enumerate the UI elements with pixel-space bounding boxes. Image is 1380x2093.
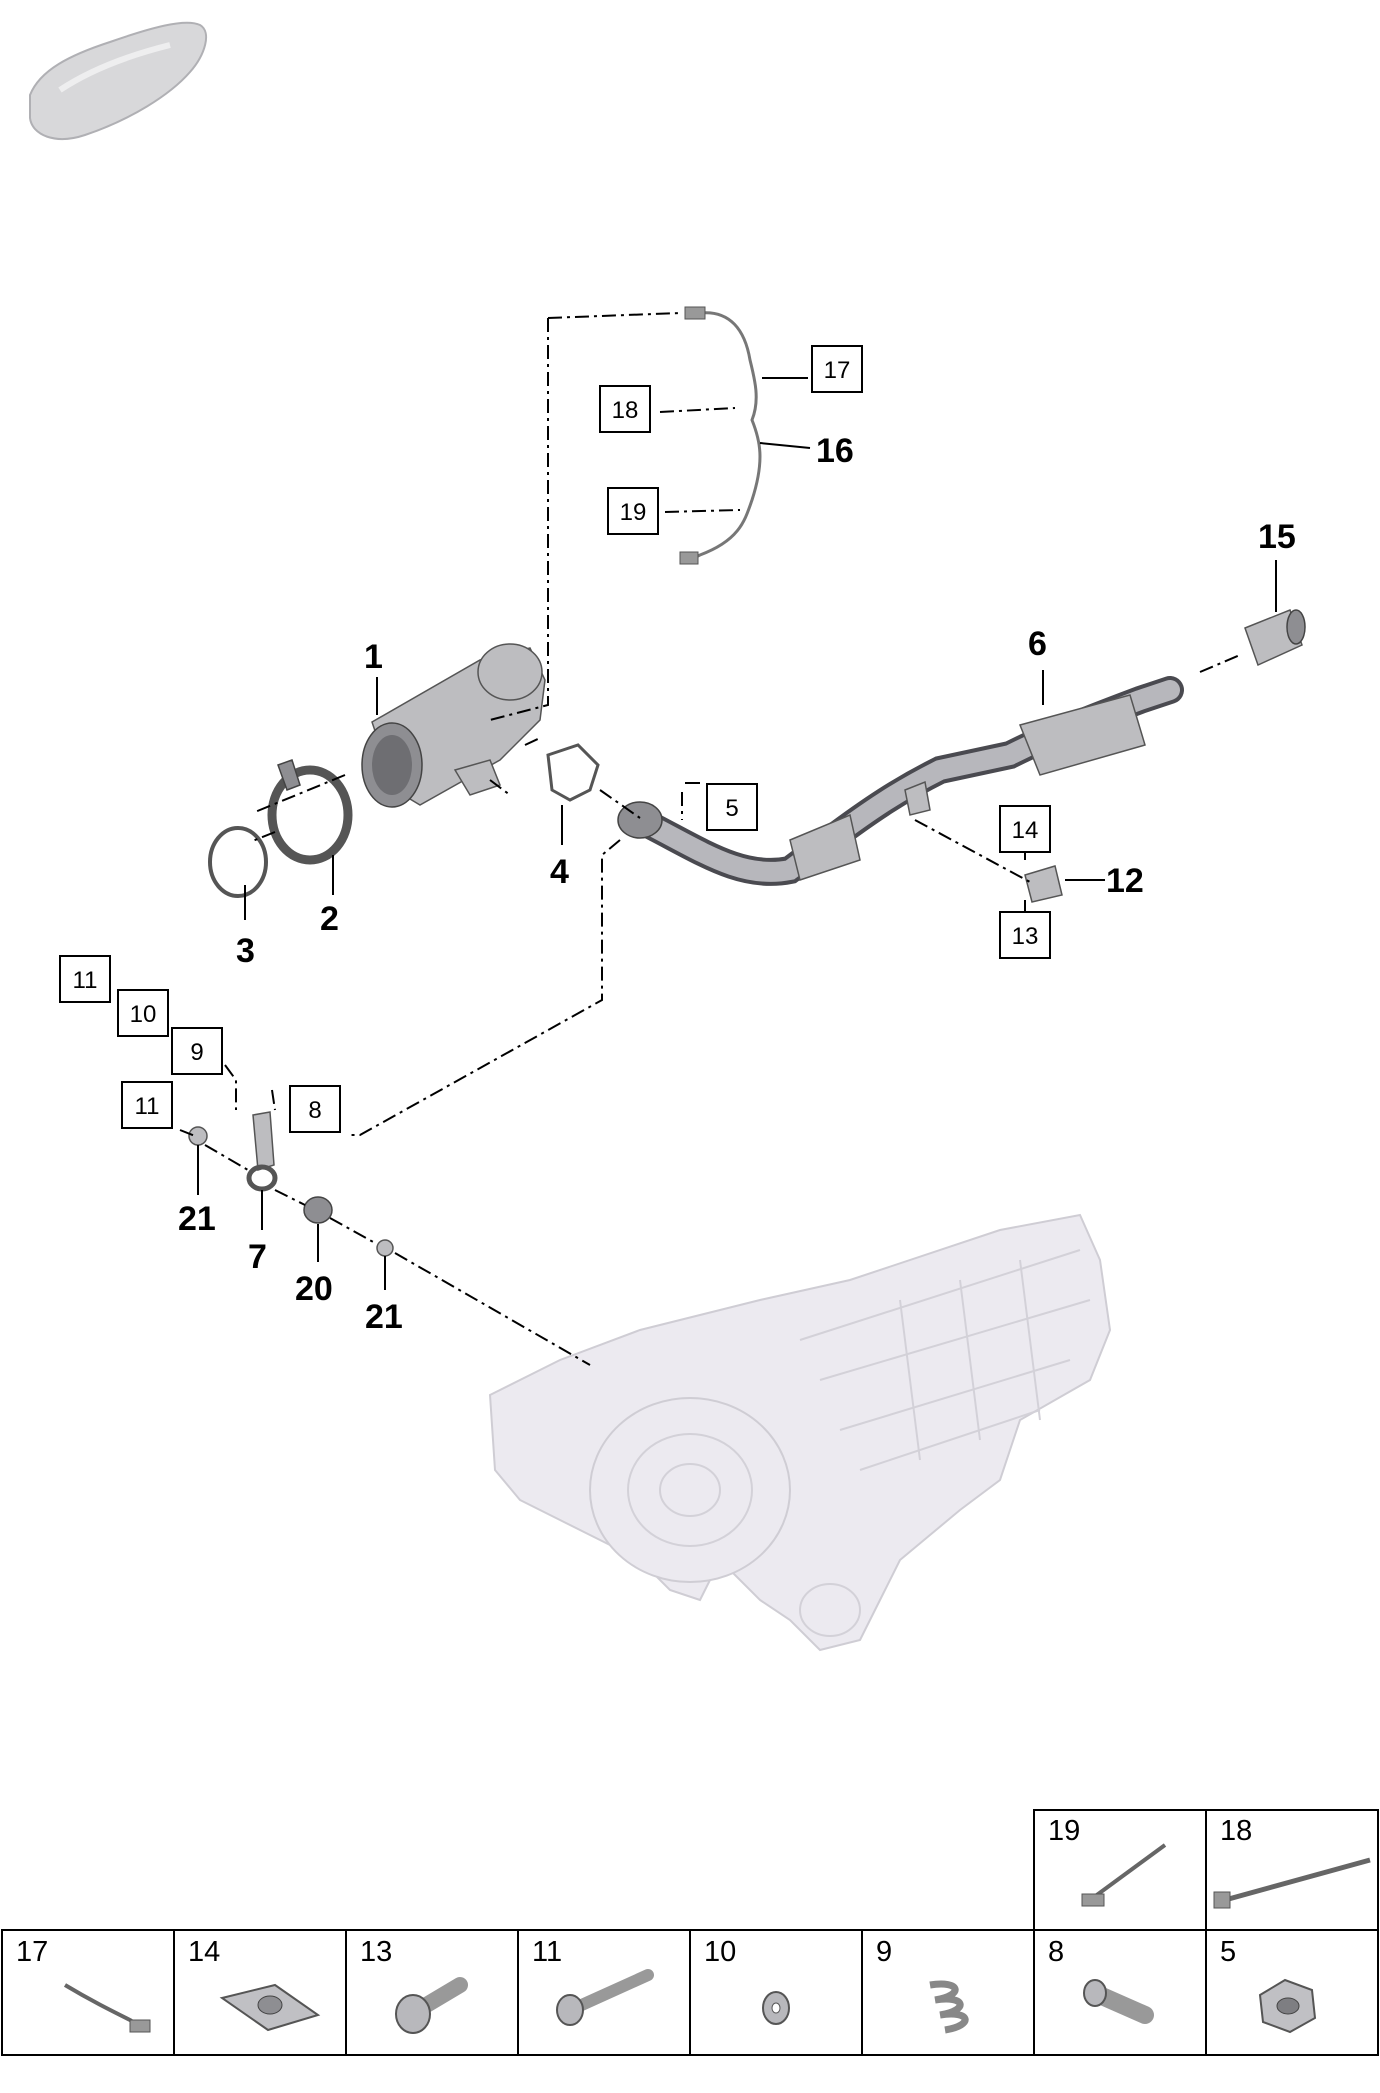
- legend-bottom-row: 17 14 13 11 10 9 8 5: [1, 1929, 1379, 2056]
- legend-cell-8: 8: [1048, 1936, 1064, 1968]
- callout-1: 1: [364, 638, 383, 676]
- spring-icon: [929, 1980, 969, 2034]
- box-9: 9: [190, 1039, 203, 1066]
- box-17: 17: [824, 357, 851, 384]
- box-8: 8: [308, 1097, 321, 1124]
- legend-cell-10: 10: [704, 1936, 736, 1968]
- callout-12: 12: [1106, 862, 1144, 900]
- clamp-part: [267, 759, 353, 865]
- seal-ring-part: [208, 826, 268, 898]
- callout-16: 16: [816, 432, 854, 470]
- box-14: 14: [1012, 817, 1039, 844]
- box-10: 10: [130, 1001, 157, 1028]
- callout-21a: 21: [178, 1200, 216, 1238]
- callout-2: 2: [320, 900, 339, 938]
- callout-20: 20: [295, 1270, 333, 1308]
- oxygen-sensor-part: [679, 306, 762, 565]
- long-bolt-icon: [556, 1969, 654, 2026]
- box-18: 18: [612, 397, 639, 424]
- wire-connector-icon: [63, 1983, 151, 2033]
- legend-cell-9: 9: [876, 1936, 892, 1968]
- box-11a: 11: [73, 967, 98, 994]
- box-11b: 11: [135, 1093, 160, 1120]
- nut-part-b: [376, 1239, 394, 1257]
- legend-cell-18: 18: [1220, 1815, 1252, 1847]
- box-13: 13: [1012, 923, 1039, 950]
- legend-cell-5: 5: [1220, 1936, 1236, 1968]
- nut-part-a: [188, 1126, 208, 1146]
- hex-bolt-icon: [395, 1977, 468, 2034]
- leader-lines: [197, 377, 1277, 1290]
- legend-cell-13: 13: [360, 1936, 392, 1968]
- exhaust-pipe-part: [617, 676, 1184, 886]
- callout-3: 3: [236, 932, 255, 970]
- boxed-callouts: 17 18 19 5 14 13 11 10 9 11 8: [59, 345, 1051, 1133]
- transmission-ghost-illustration: [488, 1213, 1112, 1652]
- legend-top-row: 19 18: [1033, 1809, 1379, 1931]
- tailpipe-part: [1244, 609, 1306, 667]
- flange-nut-icon: [1258, 1978, 1317, 2034]
- callout-6: 6: [1028, 625, 1047, 663]
- bushing-icon: [1083, 1979, 1154, 2024]
- cable-tie-icon: [1213, 1857, 1371, 1909]
- assembly-lines: [179, 312, 1241, 1366]
- clip-nut-icon: [219, 1983, 321, 2032]
- callout-4: 4: [550, 853, 569, 891]
- box-5: 5: [725, 795, 738, 822]
- callout-21b: 21: [365, 1298, 403, 1336]
- gasket-part: [546, 743, 600, 802]
- legend-cell-11: 11: [532, 1936, 562, 1968]
- washer-icon: [762, 1991, 790, 2025]
- cable-tie-clip-icon: [1081, 1843, 1167, 1907]
- rubber-mount-part: [303, 1196, 333, 1224]
- legend-cell-17: 17: [16, 1936, 48, 1968]
- callout-numbers: 1 2 3 4 6 15 16 12 21 7 20 21: [178, 432, 1296, 1336]
- support-bracket-ring: [246, 1164, 278, 1192]
- vehicle-silhouette-icon: [29, 21, 208, 140]
- box-19: 19: [620, 499, 647, 526]
- catalytic-converter-part: [361, 643, 546, 808]
- callout-15: 15: [1258, 518, 1296, 556]
- callout-7: 7: [248, 1238, 267, 1276]
- support-bracket-part: [252, 1111, 275, 1171]
- legend-cell-19: 19: [1048, 1815, 1080, 1847]
- legend-cell-14: 14: [188, 1936, 220, 1968]
- bracket-part: [1024, 865, 1063, 903]
